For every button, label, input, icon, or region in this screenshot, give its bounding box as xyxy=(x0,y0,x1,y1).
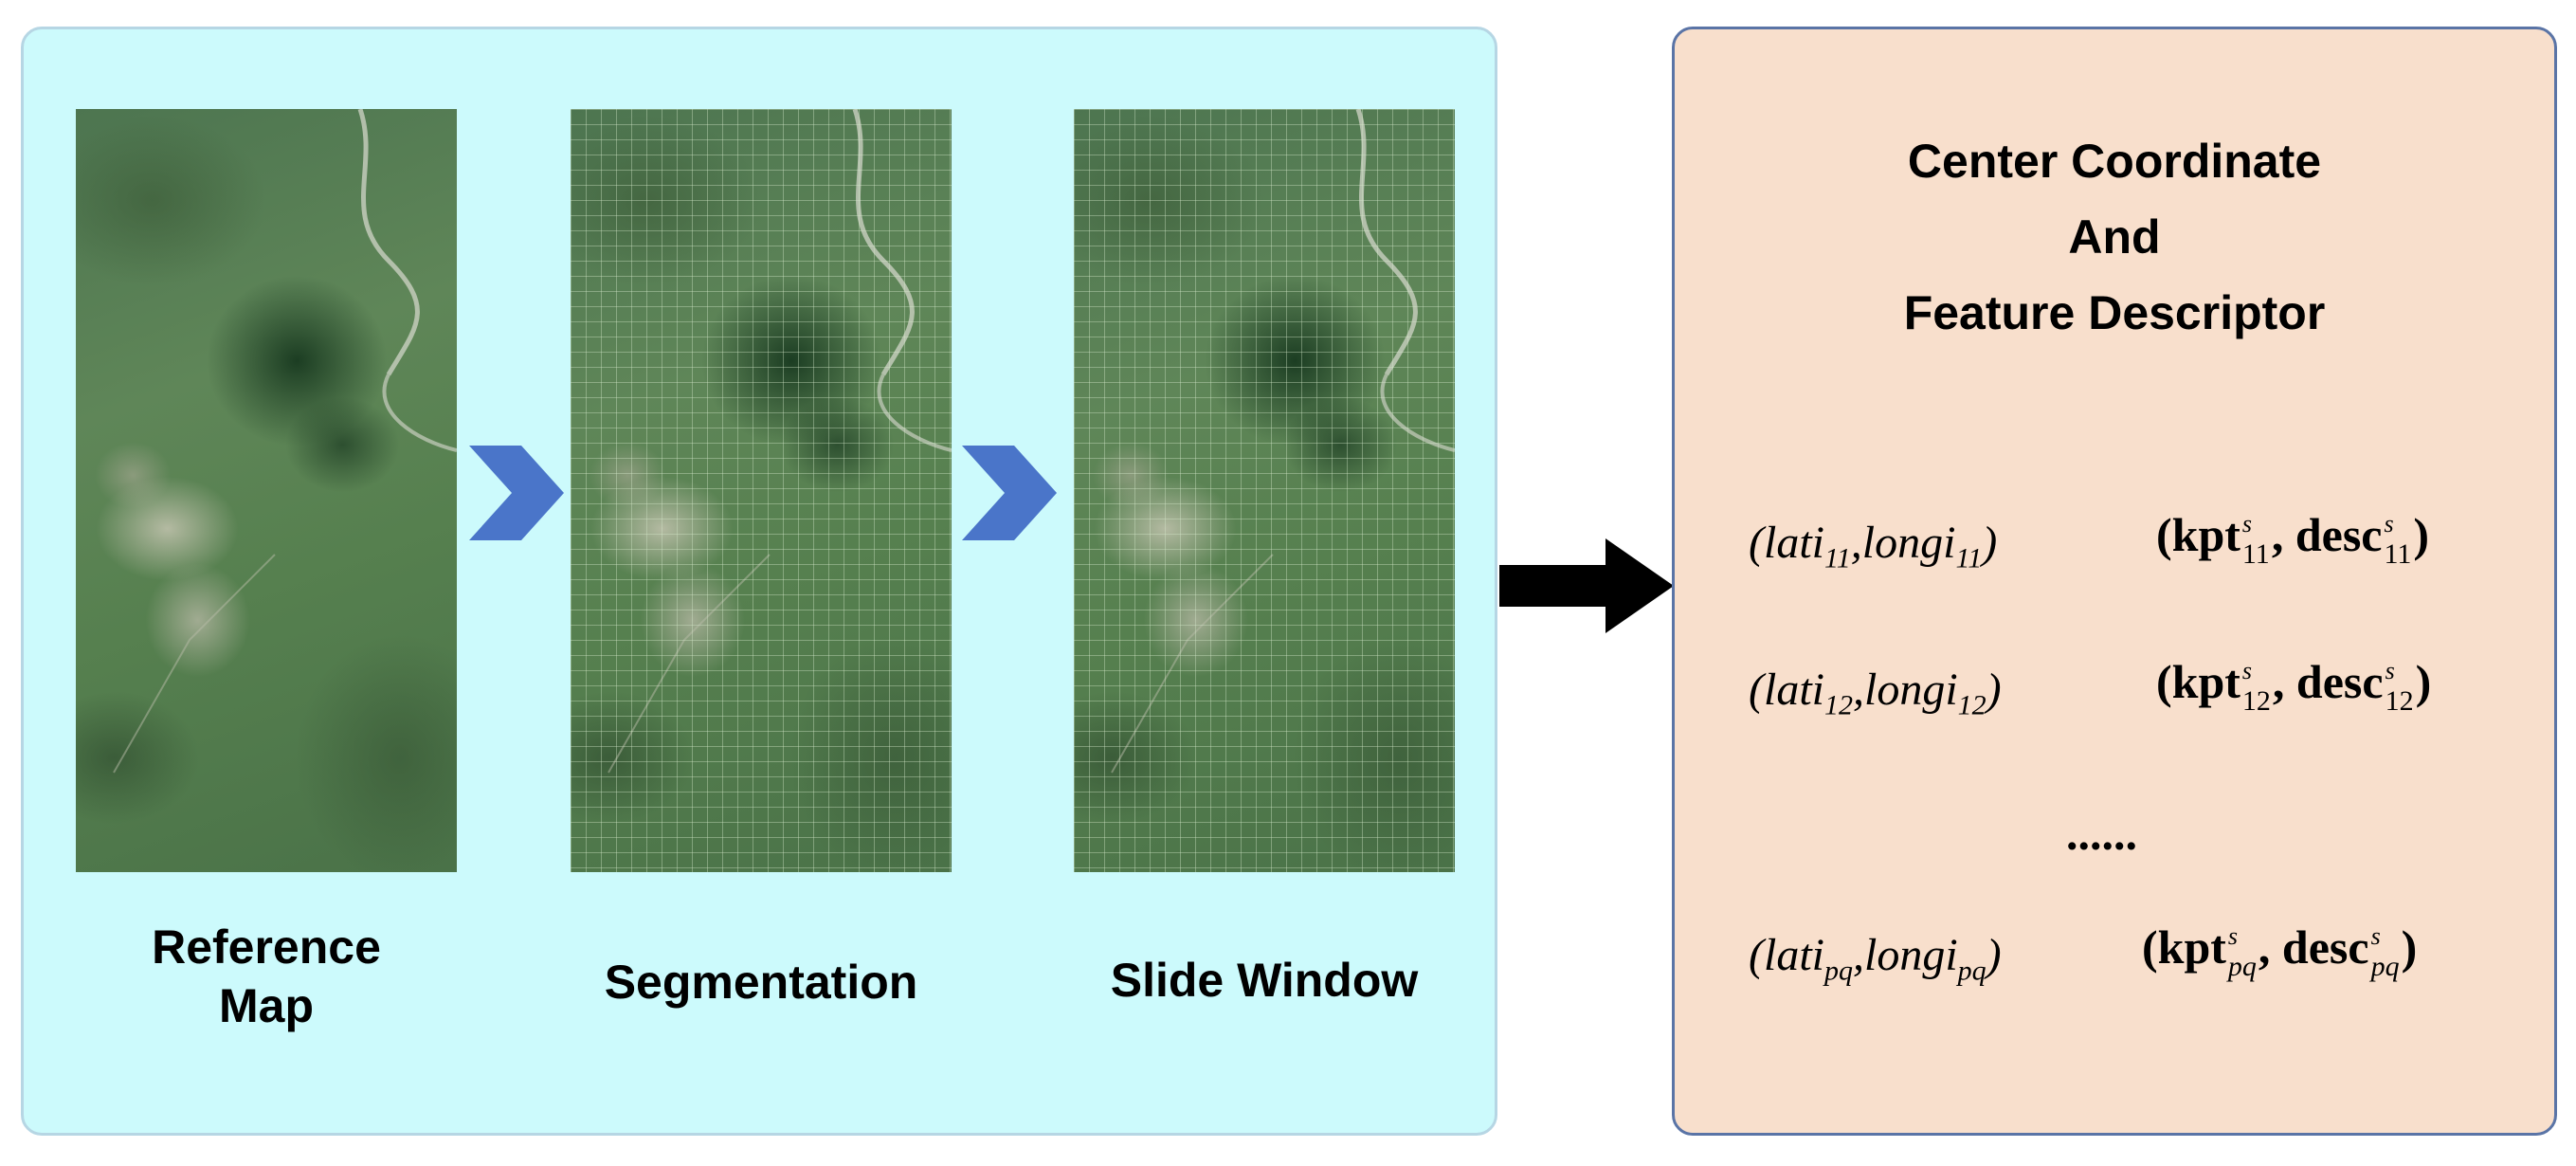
chevron-right-icon xyxy=(962,446,1057,540)
reference-map-label: Reference Map xyxy=(152,920,381,1032)
center-coordinate-row-pq: (latipq,longipq) xyxy=(1749,930,2002,987)
output-panel-title: Center Coordinate And Feature Descriptor xyxy=(1903,135,2326,339)
slide-window-map-image xyxy=(1074,109,1455,872)
chevron-right-icon xyxy=(469,446,564,540)
arrow-right-icon xyxy=(1499,538,1674,633)
segmentation-map-image xyxy=(571,109,952,872)
output-panel xyxy=(1672,27,2557,1136)
segmentation-label: Segmentation xyxy=(604,956,918,1009)
center-coordinate-row-2: (lati12,longi12) xyxy=(1749,665,2002,721)
ellipsis: ...... xyxy=(2066,807,2137,860)
center-coordinate-row-1: (lati11,longi11) xyxy=(1749,518,1998,574)
slide-window-label: Slide Window xyxy=(1110,954,1419,1007)
reference-map-image xyxy=(76,109,457,872)
